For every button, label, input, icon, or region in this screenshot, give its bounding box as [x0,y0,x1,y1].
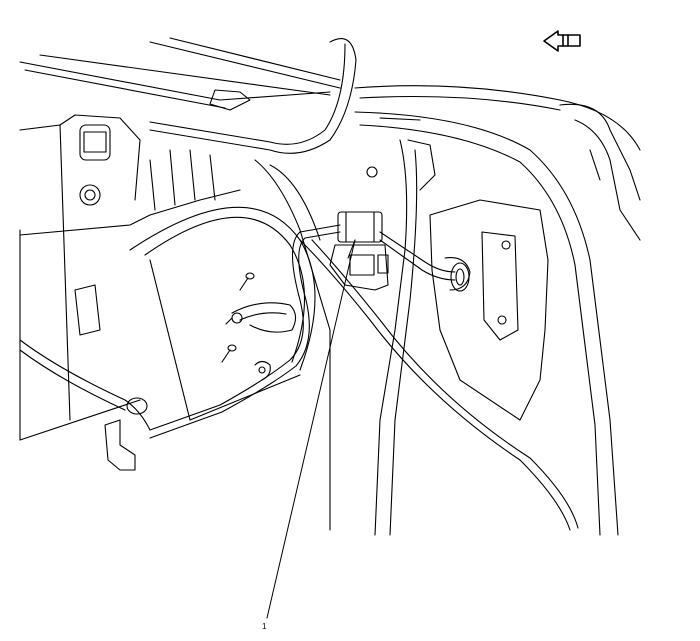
upper-body-panel [19,37,641,241]
grommet [450,262,470,292]
right-inner-panel [429,199,549,421]
connector [329,211,389,291]
ground-stud [225,312,243,325]
callout-leader-1 [266,239,356,619]
center-pillar [254,139,436,536]
arrow-left-icon [543,30,581,52]
wheel-house [129,206,316,421]
harness-clip [104,397,148,471]
callout-label-1: 1 [262,622,267,631]
ground-terminal [254,360,271,381]
bolt [221,344,237,363]
routing-tube [149,38,619,536]
bolt [239,272,255,291]
bolt-group [221,272,271,381]
wire-harness [19,224,579,531]
left-inner-panel [19,114,241,441]
